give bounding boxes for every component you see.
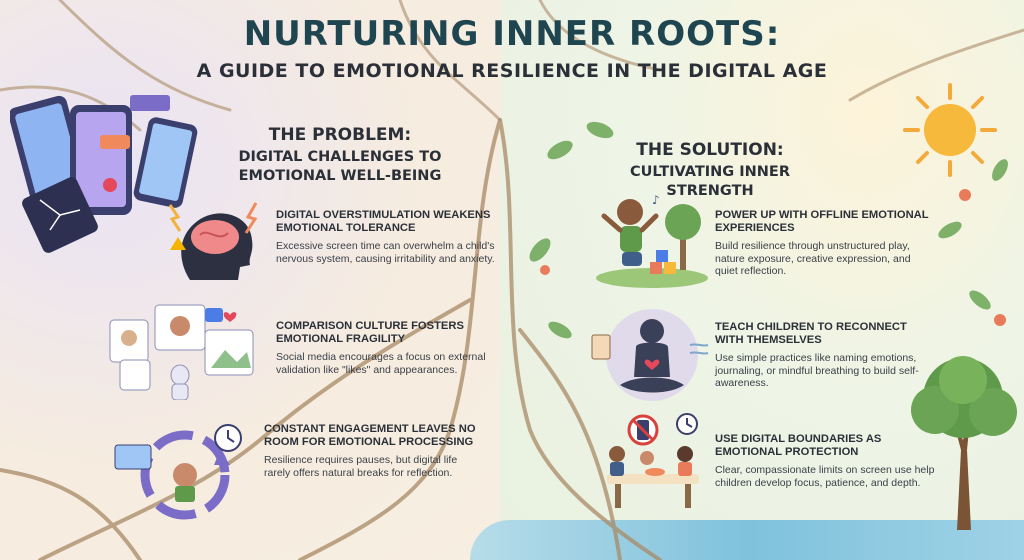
svg-text:♪: ♪ [652, 193, 660, 207]
problem-heading-block: THE PROBLEM: DIGITAL CHALLENGES TO EMOTI… [235, 125, 445, 186]
solution-item-title: POWER UP WITH OFFLINE EMOTIONAL EXPERIEN… [715, 209, 929, 234]
problem-item-comparison: COMPARISON CULTURE FOSTERS EMOTIONAL FRA… [276, 320, 496, 376]
problem-item-title: CONSTANT ENGAGEMENT LEAVES NO ROOM FOR E… [264, 423, 476, 448]
problem-subheading-1: DIGITAL CHALLENGES TO [238, 149, 442, 165]
solution-item-reconnect: TEACH CHILDREN TO RECONNECT WITH THEMSEL… [715, 321, 935, 390]
sun-icon [903, 83, 997, 177]
solution-item-boundaries: USE DIGITAL BOUNDARIES AS EMOTIONAL PROT… [715, 433, 935, 489]
river-decoration [470, 520, 1024, 560]
constant-engagement-cycle-icon [114, 424, 242, 520]
cracked-phone-icon [10, 95, 198, 253]
social-comparison-icon [109, 304, 254, 400]
problem-item-title: COMPARISON CULTURE FOSTERS EMOTIONAL FRA… [276, 320, 464, 345]
problem-item-body: Social media encourages a focus on exter… [276, 351, 486, 376]
problem-item-engagement: CONSTANT ENGAGEMENT LEAVES NO ROOM FOR E… [264, 423, 484, 479]
solution-item-offline: POWER UP WITH OFFLINE EMOTIONAL EXPERIEN… [715, 209, 935, 278]
meditation-icon [591, 309, 709, 401]
tree-icon [911, 356, 1017, 530]
problem-heading: THE PROBLEM: [268, 125, 412, 145]
solution-background [500, 0, 1024, 560]
page-title: NURTURING INNER ROOTS: [243, 14, 781, 54]
child-playing-icon: ♪ [596, 193, 708, 288]
solution-subheading: CULTIVATING INNER STRENGTH [630, 164, 790, 199]
solution-item-body: Build resilience through unstructured pl… [715, 240, 911, 277]
problem-item-title: DIGITAL OVERSTIMULATION WEAKENS EMOTIONA… [276, 209, 491, 234]
page-subtitle: A GUIDE TO EMOTIONAL RESILIENCE IN THE D… [196, 60, 828, 82]
solution-item-title: USE DIGITAL BOUNDARIES AS EMOTIONAL PROT… [715, 433, 882, 458]
problem-item-body: Resilience requires pauses, but digital … [264, 454, 458, 479]
solution-item-body: Use simple practices like naming emotion… [715, 352, 919, 389]
solution-item-body: Clear, compassionate limits on screen us… [715, 464, 935, 489]
problem-subheading-2: EMOTIONAL WELL-BEING [238, 168, 442, 184]
solution-heading: THE SOLUTION: [636, 140, 784, 160]
overstimulated-brain-icon [168, 202, 258, 280]
solution-item-title: TEACH CHILDREN TO RECONNECT WITH THEMSEL… [715, 321, 907, 346]
no-phone-dinner-icon [607, 413, 699, 508]
solution-heading-block: THE SOLUTION: CULTIVATING INNER STRENGTH [590, 140, 830, 201]
problem-item-body: Excessive screen time can overwhelm a ch… [276, 240, 495, 265]
problem-item-overstimulation: DIGITAL OVERSTIMULATION WEAKENS EMOTIONA… [276, 209, 496, 265]
